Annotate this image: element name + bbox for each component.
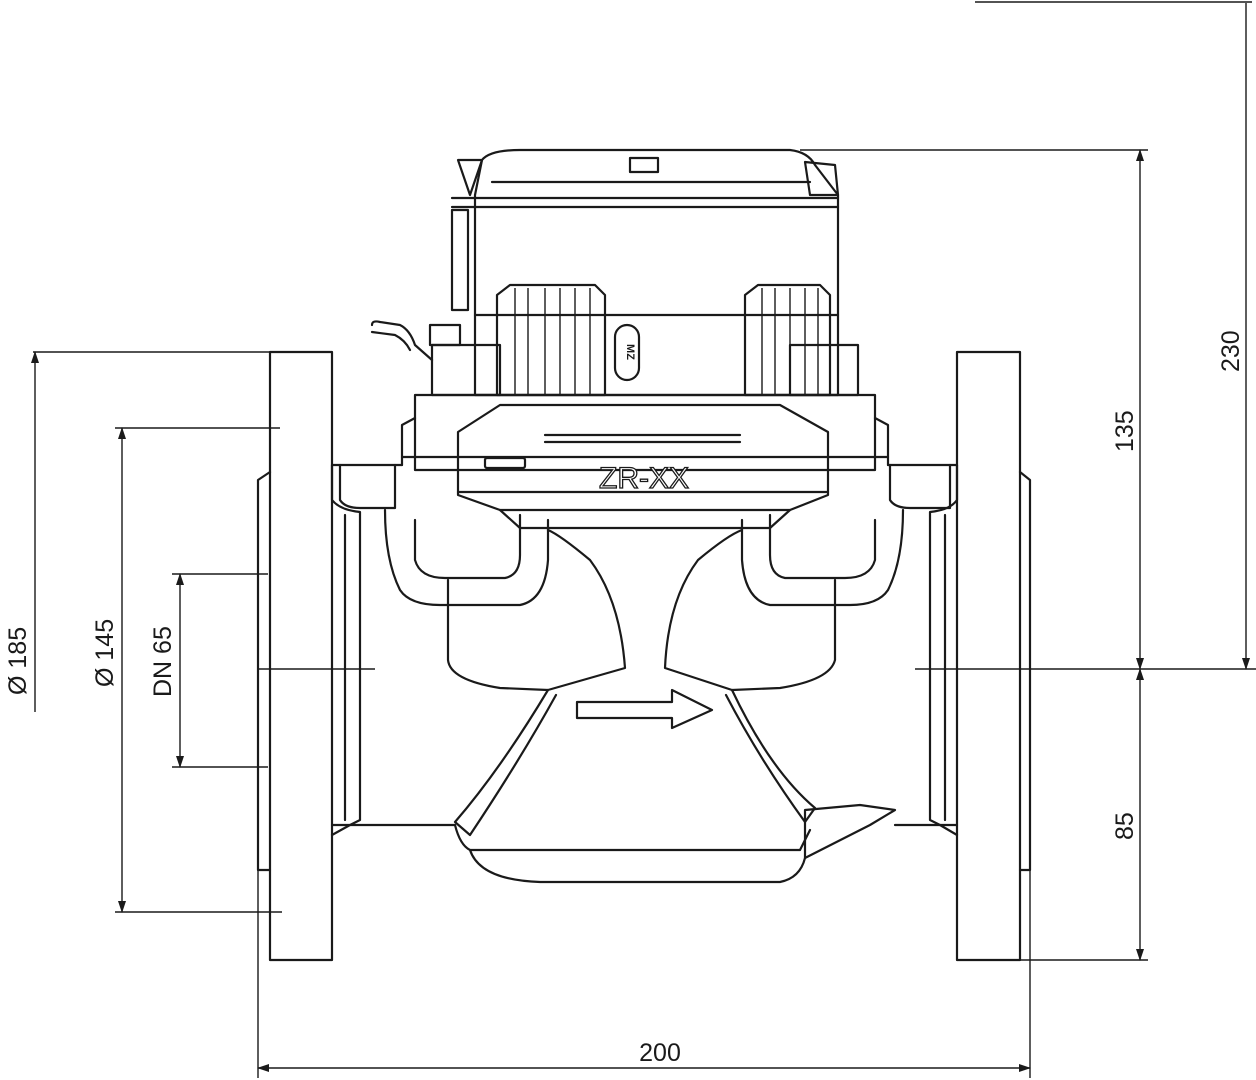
dimension-flange-outer: Ø 185 <box>4 351 270 712</box>
svg-text:Ø 185: Ø 185 <box>4 627 32 695</box>
dimension-height-below-axis: 85 <box>1020 668 1148 961</box>
dimension-nominal-diameter: DN 65 <box>149 573 268 768</box>
dimension-length: 200 <box>257 870 1031 1078</box>
svg-text:230: 230 <box>1217 330 1245 372</box>
manufacturer-logo: MZ <box>613 323 641 382</box>
svg-text:85: 85 <box>1111 812 1139 840</box>
right-flange <box>915 350 1032 962</box>
svg-text:135: 135 <box>1111 410 1139 452</box>
meter-body <box>330 463 959 884</box>
dimension-bolt-circle: Ø 145 <box>91 427 282 913</box>
svg-text:Ø 145: Ø 145 <box>91 619 119 687</box>
svg-text:DN 65: DN 65 <box>149 626 177 697</box>
register-head: MZ <box>370 148 860 397</box>
svg-text:MZ: MZ <box>624 344 636 360</box>
dimension-total-height: 230 <box>975 1 1252 670</box>
dimension-height-above-axis: 135 <box>800 149 1256 670</box>
flow-direction-arrow <box>575 688 714 730</box>
left-flange <box>256 350 375 962</box>
svg-text:200: 200 <box>639 1039 681 1067</box>
register-base: ZR-XX <box>400 393 890 530</box>
model-label: ZR-XX <box>599 462 689 495</box>
